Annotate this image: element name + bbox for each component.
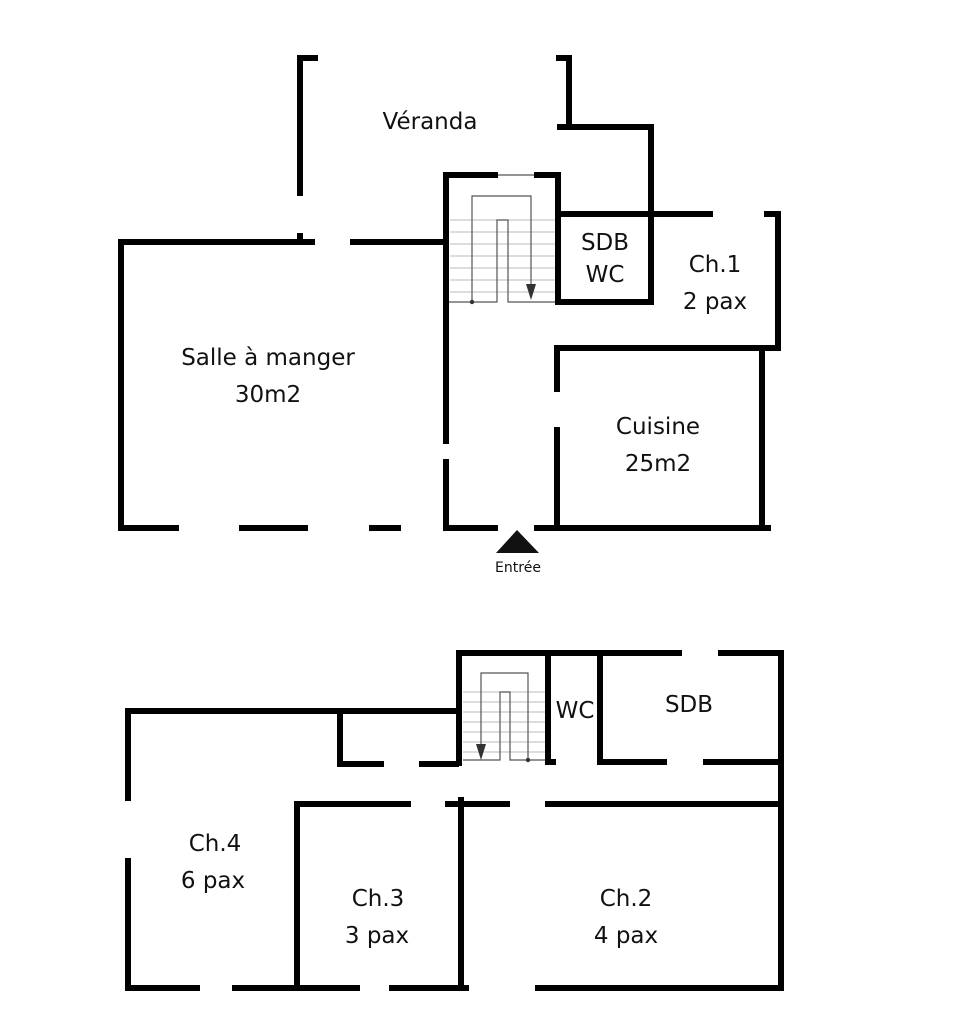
room-ch2: Ch.2 — [600, 886, 653, 912]
ground-floor: Entrée Véranda SDB WC Ch.1 2 pax Salle à… — [118, 55, 781, 576]
room-ch3: Ch.3 — [352, 886, 405, 912]
stair-treads — [463, 691, 545, 753]
hall-walls — [443, 172, 771, 531]
ground-stairs — [449, 174, 555, 305]
entrance-label: Entrée — [495, 560, 541, 576]
room-ch4: Ch.4 — [189, 831, 242, 857]
room-ch4-detail: 6 pax — [181, 868, 245, 894]
room-sdb-wc-detail: WC — [586, 262, 625, 288]
stair-arrow-icon — [526, 284, 536, 300]
veranda-walls — [297, 55, 654, 215]
stair-arrow-icon — [476, 744, 486, 760]
salle-walls — [118, 233, 446, 531]
room-cuisine: Cuisine — [616, 414, 700, 440]
room-cuisine-detail: 25m2 — [625, 451, 691, 477]
upper-stairs — [463, 672, 545, 763]
room-salle-detail: 30m2 — [235, 382, 301, 408]
room-ch3-detail: 3 pax — [345, 923, 409, 949]
entrance-arrow-icon — [496, 530, 539, 553]
upper-floor: WC SDB Ch.4 6 pax Ch.3 3 pax Ch.2 4 pax — [125, 650, 784, 991]
room-veranda: Véranda — [383, 109, 478, 135]
room-ch1: Ch.1 — [689, 252, 742, 278]
room-salle: Salle à manger — [181, 345, 355, 371]
room-sdb: SDB — [665, 692, 713, 718]
sdb-ch1-walls — [554, 211, 781, 392]
cuisine-walls — [554, 348, 765, 531]
room-sdb-wc: SDB — [581, 230, 629, 256]
upper-walls — [125, 650, 784, 991]
room-wc: WC — [556, 698, 595, 724]
entrance-marker: Entrée — [495, 530, 541, 576]
stair-treads — [450, 219, 555, 293]
room-ch2-detail: 4 pax — [594, 923, 658, 949]
room-ch1-detail: 2 pax — [683, 289, 747, 315]
